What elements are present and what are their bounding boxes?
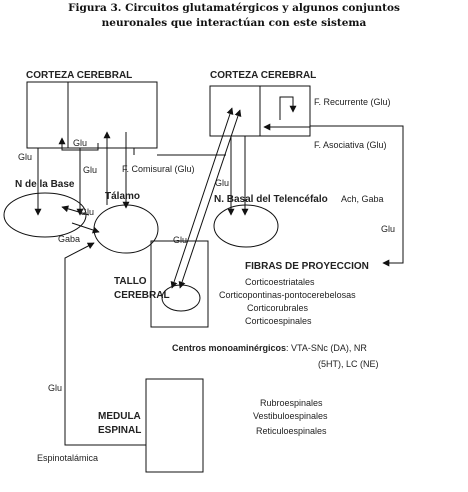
n-basal-telencefalo-label: N. Basal del Telencéfalo — [214, 194, 328, 205]
fibras-item-1: Corticoestriatales — [245, 277, 315, 287]
glu-talamo-label: Glu — [80, 207, 94, 217]
f-recurrente-label: F. Recurrente (Glu) — [314, 97, 391, 107]
f-asociativa-label: F. Asociativa (Glu) — [314, 140, 387, 150]
glu-left-1-label: Glu — [18, 152, 32, 162]
tallo-label-line-2: CEREBRAL — [114, 290, 170, 301]
talamo-label: Tálamo — [105, 191, 140, 202]
cortex-to-brainstem-diagonal-2 — [178, 109, 242, 289]
nbase-from-talamo-arrow — [61, 205, 90, 216]
fibras-proyeccion-title: FIBRAS DE PROYECCION — [245, 261, 369, 272]
medula-espinal-box — [145, 378, 204, 473]
ach-gaba-label: Ach, Gaba — [341, 194, 384, 204]
spinal-item-1: Rubroespinales — [260, 398, 323, 408]
fibras-item-4: Corticoespinales — [245, 316, 312, 326]
medula-label-line-2: ESPINAL — [98, 425, 141, 436]
medula-label-line-1: MEDULA — [98, 411, 141, 422]
glu-tallo-label: Glu — [173, 235, 187, 245]
espinotalamica-pathway — [64, 242, 146, 446]
centros-monoaminergicos-line-2: (5HT), LC (NE) — [318, 359, 379, 369]
glu-top-inner-label: Glu — [73, 138, 87, 148]
glu-left-2-label: Glu — [83, 165, 97, 175]
tallo-cerebral-box — [150, 240, 209, 328]
f-comisural-label: F. Comisural (Glu) — [122, 164, 195, 174]
recurrent-loop-arrow — [279, 96, 297, 120]
glu-right-ctx-label: Glu — [215, 178, 229, 188]
fibras-item-3: Corticorubrales — [247, 303, 309, 313]
corteza-cerebral-right-label: CORTEZA CEREBRAL — [210, 70, 316, 81]
figure-caption-line-2: neuronales que interactúan con este sist… — [102, 17, 367, 29]
espinotalamica-label: Espinotalámica — [37, 453, 98, 463]
spinal-item-3: Reticuloespinales — [256, 426, 327, 436]
fibras-item-2: Corticopontinas-pontocerebelosas — [219, 290, 356, 300]
corteza-cerebral-left-box — [26, 81, 158, 149]
gaba-label: Gaba — [58, 234, 80, 244]
n-de-la-base-label: N de la Base — [15, 179, 75, 190]
projection-feedback-line — [310, 125, 404, 267]
glu-right-label: Glu — [381, 224, 395, 234]
talamo-ellipse — [93, 204, 159, 254]
centros-monoaminergicos-label: Centros monoaminérgicos: VTA-SNc (DA), N… — [172, 343, 367, 353]
n-de-la-base-ellipse — [3, 192, 87, 238]
figure-caption-line-1: Figura 3. Circuitos glutamatérgicos y al… — [68, 2, 400, 14]
glu-bottom-label: Glu — [48, 383, 62, 393]
spinal-item-2: Vestibuloespinales — [253, 411, 328, 421]
n-basal-telencefalo-ellipse — [213, 204, 279, 248]
corteza-cerebral-left-label: CORTEZA CEREBRAL — [26, 70, 132, 81]
tallo-label-line-1: TALLO — [114, 276, 147, 287]
